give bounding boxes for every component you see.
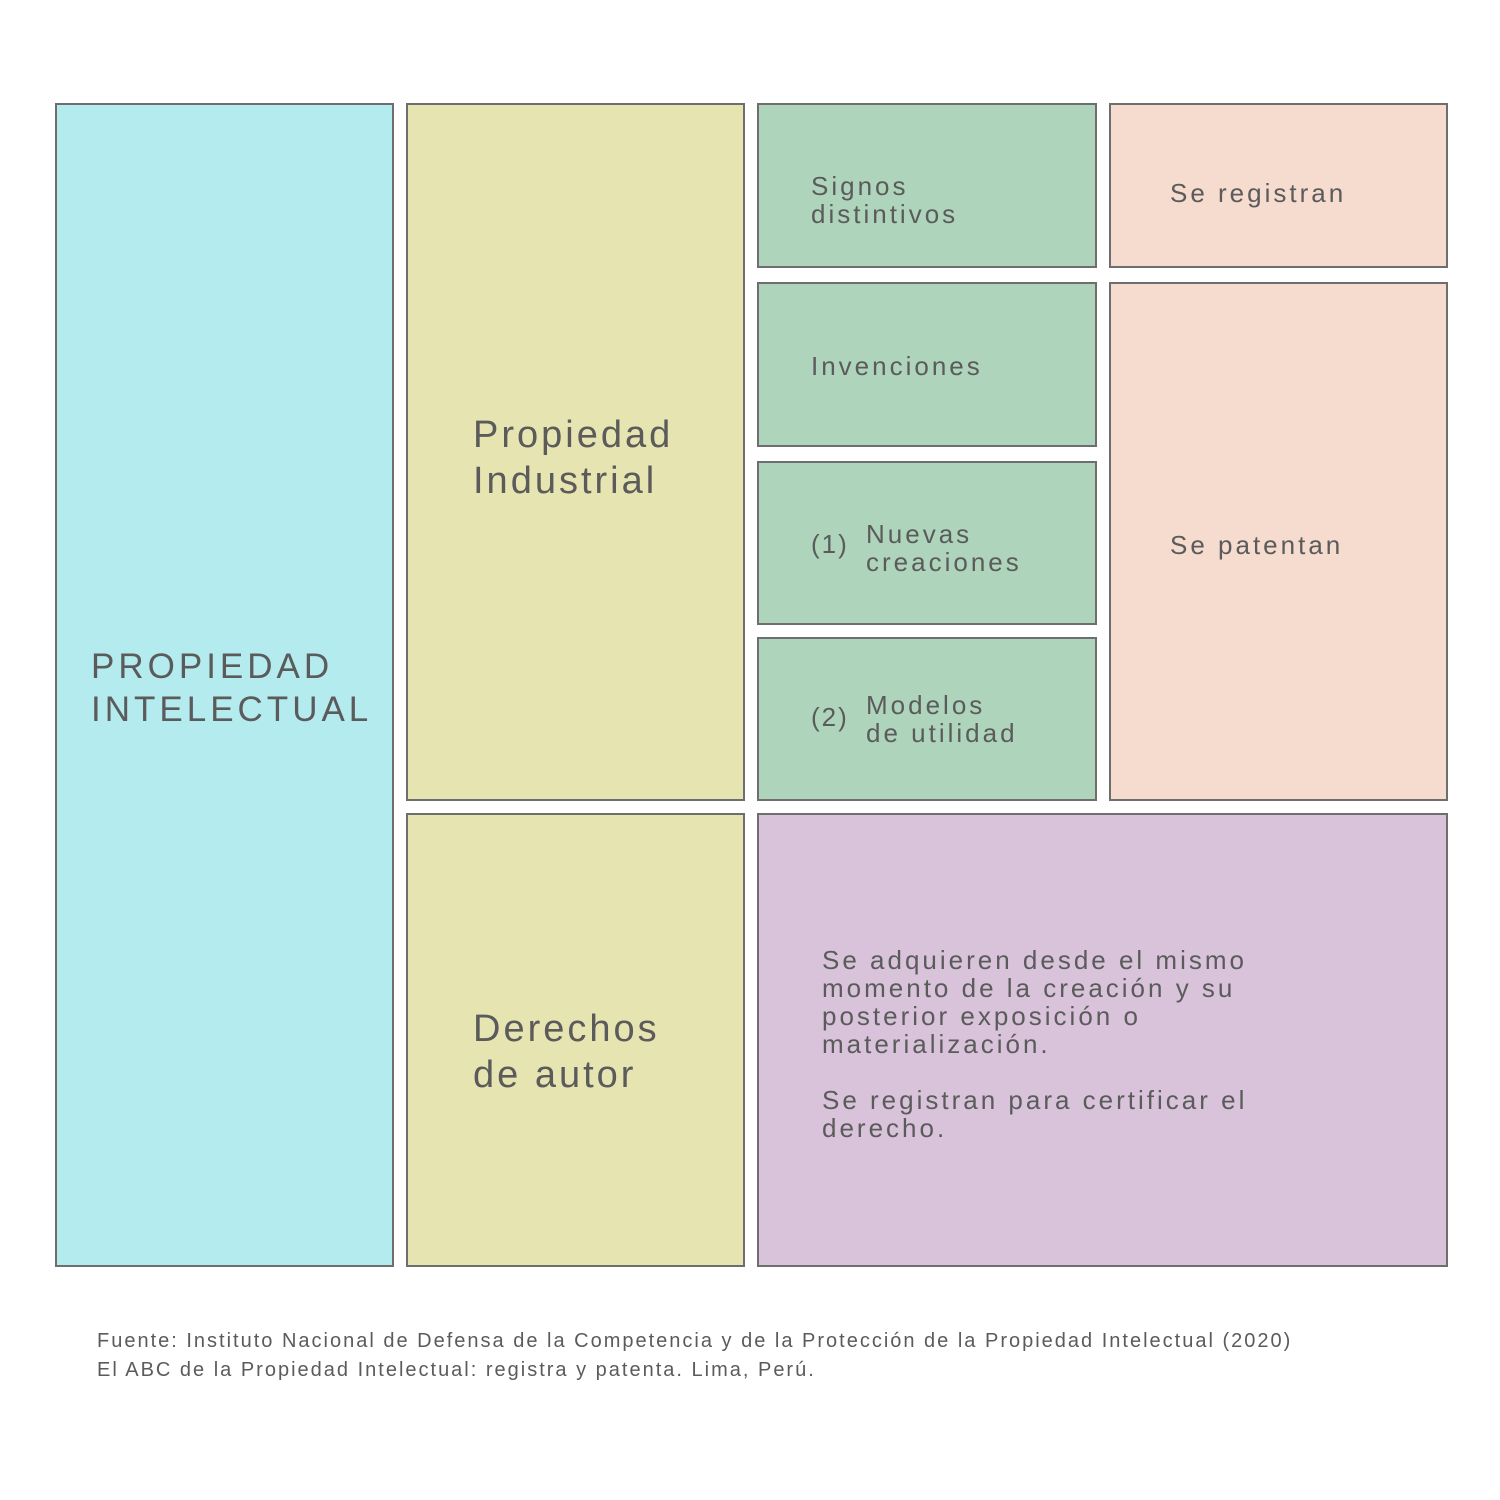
box-label: Se patentan (1170, 530, 1344, 560)
invenciones-box: Invenciones (757, 282, 1097, 447)
box-label: Industrial (473, 460, 658, 502)
derechos-descripcion-box: Se adquieren desde el mismo momento de l… (757, 813, 1448, 1267)
box-label: Modelos (866, 690, 986, 720)
desc-line: derecho. (822, 1113, 948, 1143)
box-label: creaciones (866, 547, 1022, 577)
box-label: Signos (811, 171, 909, 201)
box-label: distintivos (811, 199, 959, 229)
desc-line: momento de la creación y su (822, 973, 1236, 1003)
number-label: (1) (811, 529, 849, 559)
se-registran-box: Se registran (1109, 103, 1448, 268)
desc-line: Se adquieren desde el mismo (822, 945, 1247, 975)
desc-line: posterior exposición o (822, 1001, 1141, 1031)
footer-line: Fuente: Instituto Nacional de Defensa de… (97, 1330, 1293, 1352)
box-label: de utilidad (866, 718, 1018, 748)
box-label: de autor (473, 1054, 637, 1096)
desc-line: Se registran para certificar el (822, 1085, 1248, 1115)
propiedad-industrial-box: Propiedad Industrial (406, 103, 745, 801)
desc-line: materialización. (822, 1029, 1051, 1059)
box-label: PROPIEDAD (91, 647, 334, 686)
source-footer: Fuente: Instituto Nacional de Defensa de… (97, 1327, 1292, 1385)
signos-box: Signos distintivos (757, 103, 1097, 268)
modelos-utilidad-box: (2) Modelos de utilidad (757, 637, 1097, 801)
box-label: Propiedad (473, 414, 674, 456)
se-patentan-box: Se patentan (1109, 282, 1448, 801)
box-label: Invenciones (811, 351, 983, 381)
box-label: Derechos (473, 1008, 660, 1050)
derechos-autor-box: Derechos de autor (406, 813, 745, 1267)
box-label: INTELECTUAL (91, 690, 373, 729)
box-label: Se registran (1170, 178, 1347, 208)
number-label: (2) (811, 702, 849, 732)
footer-line: El ABC de la Propiedad Intelectual: regi… (97, 1359, 816, 1381)
box-label: Nuevas (866, 519, 973, 549)
nuevas-creaciones-box: (1) Nuevas creaciones (757, 461, 1097, 625)
propiedad-intelectual-box: PROPIEDAD INTELECTUAL (55, 103, 394, 1267)
